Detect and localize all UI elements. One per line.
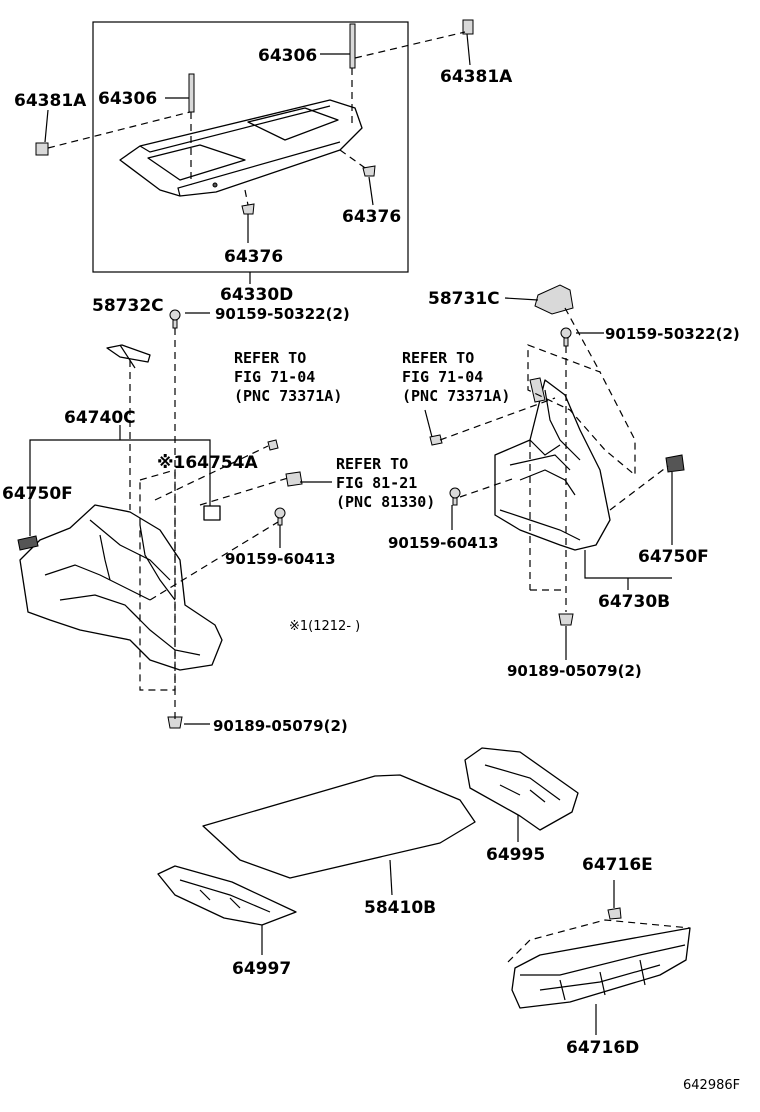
part-label-64716E: 64716E	[582, 855, 653, 875]
refer-line: FIG 71-04	[234, 368, 315, 386]
stopper-icon	[362, 165, 376, 177]
part-label-64330D: 64330D	[220, 285, 293, 305]
part-label-64754A: ※164754A	[157, 453, 258, 473]
clip-icon	[167, 716, 183, 729]
refer-to-note: REFER TO FIG 71-04 (PNC 73371A)	[234, 349, 342, 405]
floor-mat-illustration	[202, 774, 476, 879]
clip-nut-icon	[462, 19, 474, 35]
part-label-64997: 64997	[232, 959, 291, 979]
part-label-64730B: 64730B	[598, 592, 670, 612]
part-label-90159-50322: 90159-50322(2)	[605, 325, 740, 343]
refer-line: REFER TO	[234, 349, 306, 367]
left-trim-illustration	[19, 504, 223, 671]
refer-line: REFER TO	[402, 349, 474, 367]
screw-icon	[449, 487, 461, 506]
clip-icon	[267, 439, 279, 451]
part-label-64995: 64995	[486, 845, 545, 865]
diagram-code: 642986F	[683, 1078, 740, 1093]
part-label-90159-50322: 90159-50322(2)	[215, 305, 350, 323]
screw-icon	[560, 327, 572, 347]
trim-cover-piece	[106, 344, 151, 363]
refer-to-note: REFER TO FIG 71-04 (PNC 73371A)	[402, 349, 510, 405]
part-label-64306: 64306	[98, 89, 157, 109]
clip-icon	[607, 907, 622, 920]
square-pad-icon	[203, 505, 221, 521]
clip-nut-icon	[35, 142, 49, 156]
part-label-64381A: 64381A	[440, 67, 513, 87]
part-label-58732C: 58732C	[92, 296, 164, 316]
cover-cap-icon	[534, 284, 574, 315]
stud-bolt-icon	[188, 23, 356, 113]
part-label-64306: 64306	[258, 46, 317, 66]
part-label-64716D: 64716D	[566, 1038, 639, 1058]
refer-line: (PNC 73371A)	[402, 387, 510, 405]
fastener-icon	[17, 535, 39, 551]
refer-to-note: REFER TO FIG 81-21 (PNC 81330)	[336, 455, 435, 511]
clip-icon	[285, 471, 303, 487]
refer-line: REFER TO	[336, 455, 408, 473]
refer-line: FIG 71-04	[402, 368, 483, 386]
part-label-90159-60413: 90159-60413	[388, 534, 499, 552]
part-label-64376: 64376	[224, 247, 283, 267]
refer-line: (PNC 81330)	[336, 493, 435, 511]
refer-line: (PNC 73371A)	[234, 387, 342, 405]
part-label-90189-05079: 90189-05079(2)	[213, 717, 348, 735]
clip-icon	[558, 613, 574, 626]
part-label-64750F: 64750F	[638, 547, 709, 567]
part-label-64376: 64376	[342, 207, 401, 227]
tray-block-illustration	[464, 747, 579, 831]
part-label-90189-05079: 90189-05079(2)	[507, 662, 642, 680]
rear-trim-panel-illustration	[511, 927, 691, 1009]
screw-icon	[169, 309, 181, 329]
part-label-64750F: 64750F	[2, 484, 73, 504]
clip-icon	[429, 434, 443, 446]
part-label-90159-60413: 90159-60413	[225, 550, 336, 568]
date-range-note: ※1(1212- )	[289, 619, 360, 634]
part-label-58410B: 58410B	[364, 898, 436, 918]
fastener-icon	[665, 454, 685, 473]
package-tray-illustration	[119, 99, 363, 197]
right-trim-illustration	[494, 377, 611, 551]
stopper-icon	[241, 203, 255, 215]
refer-line: FIG 81-21	[336, 474, 417, 492]
part-label-64381A: 64381A	[14, 91, 87, 111]
part-label-58731C: 58731C	[428, 289, 500, 309]
floor-panel-illustration	[157, 865, 297, 926]
part-label-64740C: 64740C	[64, 408, 136, 428]
